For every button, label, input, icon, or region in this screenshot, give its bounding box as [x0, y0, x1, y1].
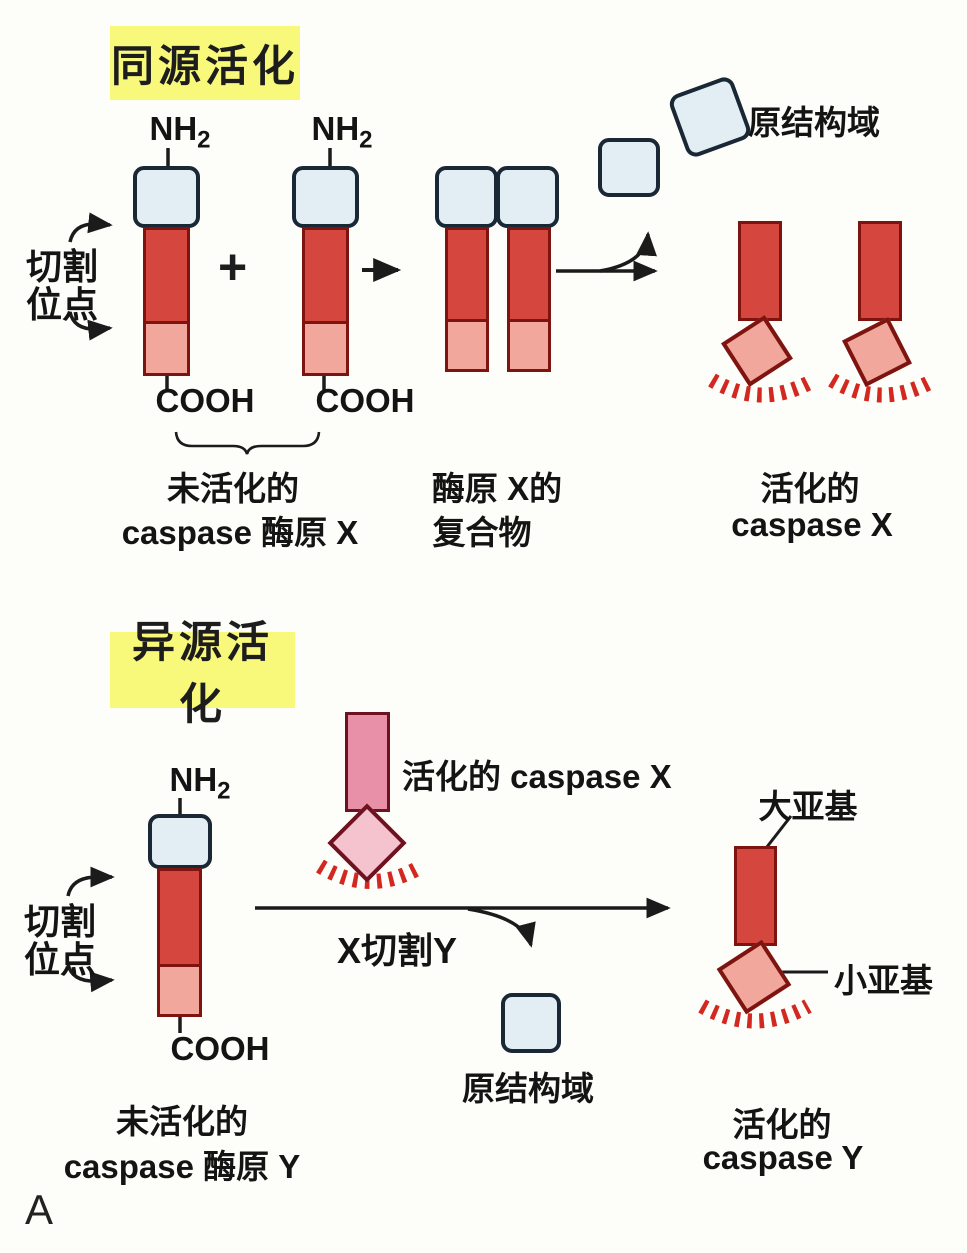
cooh-label: COOH	[155, 382, 255, 419]
nh2-label: NH2	[169, 761, 231, 805]
plus-sign: +	[218, 239, 248, 295]
hetero-activation-title: 异源活化	[110, 619, 295, 729]
large-subunit-bar	[157, 868, 202, 967]
cleavage-site-label: 位点	[23, 939, 96, 980]
cleavage-site-label: 位点	[25, 284, 98, 325]
active-caspase-x-diamond	[327, 803, 407, 883]
prodomain-box	[496, 166, 559, 228]
released-prodomain-box	[666, 74, 754, 160]
underbrace	[174, 431, 321, 455]
active-large-subunit-bar	[734, 846, 777, 946]
released-prodomain-box	[501, 993, 561, 1053]
release-arrow-icon	[556, 231, 658, 282]
active-small-subunit-diamond	[842, 317, 912, 387]
x-cleaves-y-label: X切割Y	[336, 930, 458, 971]
active-small-subunit-diamond	[721, 315, 793, 387]
prodomain-label: 原结构域	[748, 104, 880, 141]
inactive-caspase-y-label: 未活化的	[116, 1103, 248, 1140]
active-caspase-x-label: 活化的	[760, 470, 860, 507]
active-caspase-y-label: caspase Y	[702, 1139, 864, 1176]
large-subunit-bar	[445, 227, 489, 322]
cooh-label: COOH	[315, 382, 415, 419]
small-subunit-segment	[302, 321, 349, 376]
active-caspase-x-label: caspase X	[731, 506, 893, 543]
released-prodomain-box	[598, 138, 660, 197]
prodomain-box	[148, 814, 212, 869]
complex-label: 复合物	[432, 514, 532, 551]
small-subunit-segment	[445, 319, 489, 372]
cleavage-site-label: 切割	[23, 901, 96, 942]
small-subunit-segment	[157, 964, 202, 1017]
inactive-caspase-x-label: caspase 酶原 X	[121, 514, 359, 551]
active-large-subunit-bar	[858, 221, 902, 321]
inactive-caspase-y-label: caspase 酶原 Y	[63, 1148, 301, 1185]
prodomain-box	[435, 166, 498, 228]
prodomain-box	[292, 166, 359, 228]
small-subunit-label: 小亚基	[834, 962, 933, 999]
active-caspase-x-bar	[345, 712, 390, 812]
nh2-label: NH2	[149, 110, 211, 154]
small-subunit-segment	[507, 319, 551, 372]
homo-activation-title: 同源活化	[110, 26, 300, 100]
large-subunit-label: 大亚基	[758, 788, 858, 825]
large-subunit-bar	[302, 227, 349, 324]
complex-label: 酶原 X的	[431, 470, 563, 507]
active-caspase-y-label: 活化的	[732, 1106, 832, 1143]
active-small-subunit-diamond	[716, 939, 792, 1015]
large-subunit-bar	[143, 227, 190, 324]
nh2-label: NH2	[311, 110, 373, 154]
figure-letter: A	[25, 1186, 54, 1233]
small-subunit-segment	[143, 321, 190, 376]
large-subunit-bar	[507, 227, 551, 322]
cleavage-site-label: 切割	[25, 246, 98, 287]
active-caspase-x-label: 活化的 caspase X	[402, 758, 672, 795]
cooh-label: COOH	[170, 1030, 270, 1067]
prodomain-box	[133, 166, 200, 228]
inactive-caspase-x-label: 未活化的	[167, 470, 299, 507]
prodomain-label: 原结构域	[462, 1070, 594, 1107]
active-large-subunit-bar	[738, 221, 782, 321]
